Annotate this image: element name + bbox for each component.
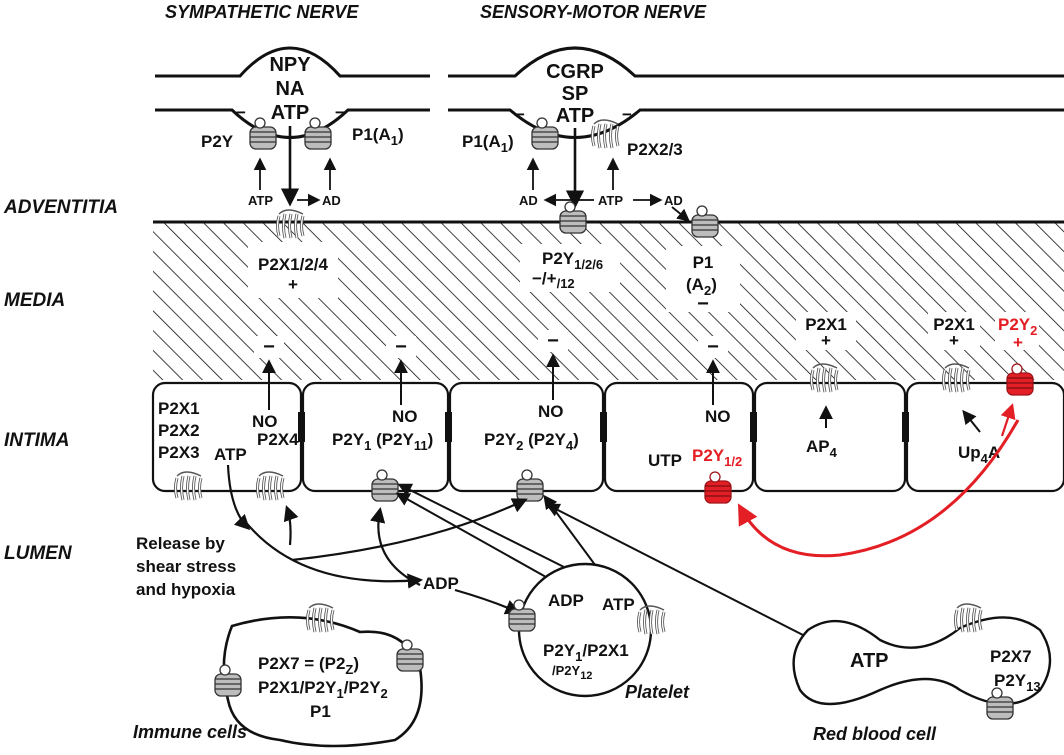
p2y2-p2y4-label: P2Y2 (P2Y4) [484,430,579,453]
inhibit-sign-right: − [335,103,345,122]
adp-lumen-label: ADP [423,574,459,593]
media-label: MEDIA [4,290,65,311]
p1-sensory-label: P1(A1) [462,132,514,155]
atp-vesicle-label-sensory: ATP [556,105,595,127]
p2x1-intima-label: P2X1 [158,399,200,418]
p1-a2-label: (A2) [686,275,717,298]
relax-sign-4: − [707,336,719,358]
platelet-atp-label: ATP [602,595,635,614]
sympathetic-nerve-title: SYMPATHETIC NERVE [165,2,359,22]
immune-receptor-label-1: P2X7 = (P2Z) [258,654,359,677]
relax-sign-3: − [547,330,559,352]
p2x1-label-b: P2X1 [933,315,975,334]
release-label-1: Release by [136,534,225,553]
p2x23-label: P2X2/3 [627,140,683,159]
platelet-caption: Platelet [625,682,690,702]
p1-receptor-label: P1(A1) [352,125,404,148]
cgrp-label: CGRP [546,61,604,83]
p2x124-label: P2X1/2/4 [258,255,328,274]
inhibit-sign-sensory-right: − [622,105,632,124]
rbc-p2y13-label: P2Y13 [994,671,1041,694]
p2x3-intima-label: P2X3 [158,443,200,462]
p2y1-p2y11-label: P2Y1 (P2Y11) [332,430,433,453]
media-layer [153,220,1064,380]
relax-sign-1: − [263,336,275,358]
intima-layer [151,381,1064,493]
up4a-label: Up4A [958,443,1000,466]
ad-label-sensory-right: AD [664,193,683,208]
utp-label: UTP [648,451,682,470]
adventitia-label: ADVENTITIA [3,197,118,218]
ad-label-sym: AD [322,193,341,208]
no-label-2: NO [392,407,418,426]
atp-label-sensory: ATP [598,193,623,208]
npy-label: NPY [269,54,311,76]
platelet-receptor-label-2: /P2Y12 [552,663,592,682]
sensory-nerve-title: SENSORY-MOTOR NERVE [480,2,707,22]
sp-label: SP [562,83,589,105]
p1-a2-receptor-icon [691,205,719,238]
inhibit-sign-left: − [236,103,246,122]
p2y-sign: −/+/12 [532,269,575,291]
sympathetic-nerve: SYMPATHETIC NERVE NPY NA ATP − − P2Y P1(… [155,2,430,208]
no-label-1: NO [252,412,278,431]
atp-vesicle-label: ATP [271,102,310,124]
lumen-label: LUMEN [4,543,73,564]
na-label: NA [276,78,305,100]
p2x1-sign-b: + [949,331,959,350]
immune-receptor-label-2: P2X1/P2Y1/P2Y2 [258,678,388,701]
p2x1-sign-a: + [821,331,831,350]
p2y2-red-sign: + [1013,333,1023,352]
p2y-media-receptor-icon [559,201,587,234]
p2x1-label-a: P2X1 [805,315,847,334]
rbc-p2x7-label: P2X7 [990,647,1032,666]
p2x124-sign: + [288,275,298,294]
rbc-atp-label: ATP [850,650,889,672]
inhibit-sign-sensory-left: − [515,105,525,124]
atp-label-sym: ATP [248,193,273,208]
p1-sign: − [697,293,709,315]
immune-cell [222,616,423,748]
p2y12-red-label: P2Y1/2 [692,446,742,469]
red-blood-cell [792,616,1052,706]
sensory-motor-nerve: SENSORY-MOTOR NERVE CGRP SP ATP − − P1(A… [448,2,1064,222]
release-label-3: and hypoxia [136,580,236,599]
no-label-3: NO [538,402,564,421]
no-label-4: NO [705,407,731,426]
ad-label-sensory-left: AD [519,193,538,208]
platelet-adp-label: ADP [548,591,584,610]
red-blood-cell-caption: Red blood cell [813,724,937,744]
intima-label: INTIMA [4,430,69,451]
platelet-receptor-label-1: P2Y1/P2X1 [543,641,629,664]
p1-sensory-receptor-icon [531,117,559,150]
p2x2-intima-label: P2X2 [158,421,200,440]
p1-media-label: P1 [693,253,714,272]
p2y-receptor-label: P2Y [201,132,234,151]
p2y126-label: P2Y1/2/6 [542,249,603,272]
p2y2-red-label: P2Y2 [998,315,1037,338]
release-label-2: shear stress [136,557,236,576]
relax-sign-2: − [395,336,407,358]
ap4a-label: AP4 [806,437,838,460]
p2x4-label: P2X4 [257,430,299,449]
atp-intima-label: ATP [214,445,247,464]
immune-cells-caption: Immune cells [133,722,247,742]
immune-receptor-label-3: P1 [310,702,331,721]
